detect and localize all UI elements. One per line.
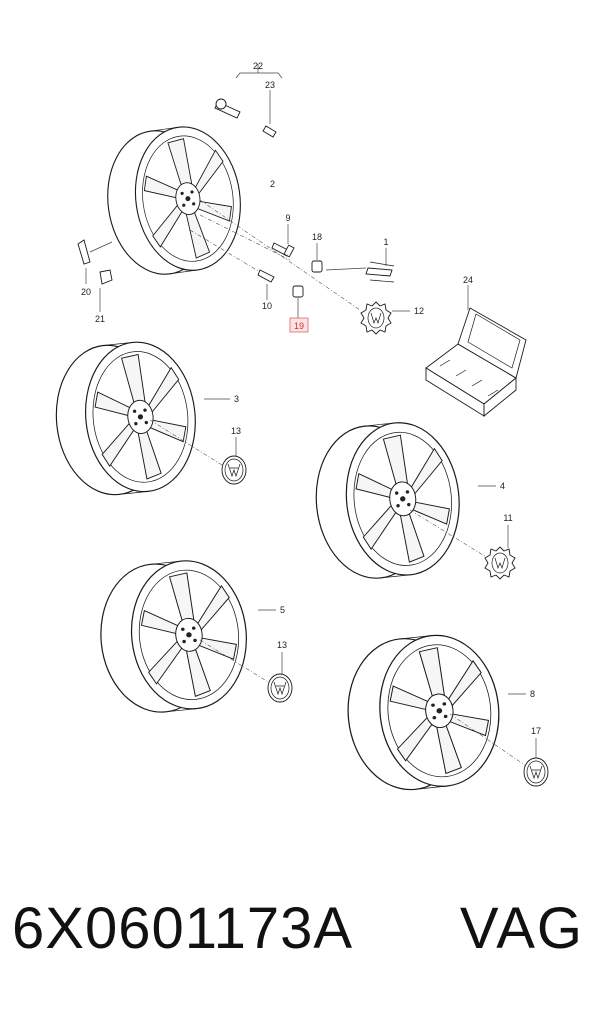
callout-22: 22	[253, 61, 263, 71]
wheel-8	[340, 628, 507, 797]
callout-13-b: 13	[277, 640, 287, 650]
center-cap-13-b	[267, 673, 293, 703]
assembly-axis-line-3	[189, 229, 266, 276]
locking-bolt	[257, 269, 275, 283]
callout-13-a: 13	[231, 426, 241, 436]
puller-tool	[365, 261, 395, 283]
wheel-2	[98, 119, 250, 282]
center-cap-11	[484, 546, 516, 580]
callout-18: 18	[312, 232, 322, 242]
callout-11: 11	[503, 513, 512, 523]
callout-4: 4	[500, 481, 505, 491]
bolt-cap-18	[311, 260, 323, 273]
valve-cap	[262, 125, 277, 138]
center-cap-12	[360, 301, 392, 335]
callout-20: 20	[81, 287, 91, 297]
callout-1: 1	[383, 237, 388, 247]
valve-stem	[214, 98, 241, 119]
callout-19-highlight	[289, 317, 309, 333]
callout-24: 24	[463, 275, 473, 285]
assembly-axis-line-2	[199, 214, 291, 261]
callout-17: 17	[531, 726, 541, 736]
callout-12: 12	[414, 306, 424, 316]
exploded-parts-diagram: 22 23 2 9 18 1 10 19 12 20 21 24 3 13 4 …	[48, 61, 549, 797]
bolt-kit-case	[425, 307, 527, 417]
callout-23: 23	[265, 80, 275, 90]
callout-5: 5	[280, 605, 285, 615]
wheel-3	[48, 336, 204, 501]
brand-label: VAG	[459, 896, 584, 961]
callout-8: 8	[530, 689, 535, 699]
weight-clip	[77, 239, 91, 265]
footer: 6X0601173A VAG	[0, 895, 600, 975]
callout-3: 3	[234, 394, 239, 404]
part-number: 6X0601173A	[12, 896, 354, 961]
balance-weight	[99, 269, 113, 285]
callout-2: 2	[270, 179, 275, 189]
wheel-5	[93, 554, 255, 719]
callout-19: 19	[294, 321, 304, 331]
callout-21: 21	[95, 314, 105, 324]
center-cap-13-a	[221, 455, 247, 485]
center-cap-17	[523, 757, 549, 787]
wheel-bolt	[271, 242, 295, 258]
wheel-4	[308, 416, 468, 585]
callout-9: 9	[285, 213, 290, 223]
bolt-cap-19	[292, 285, 304, 298]
callout-10: 10	[262, 301, 272, 311]
